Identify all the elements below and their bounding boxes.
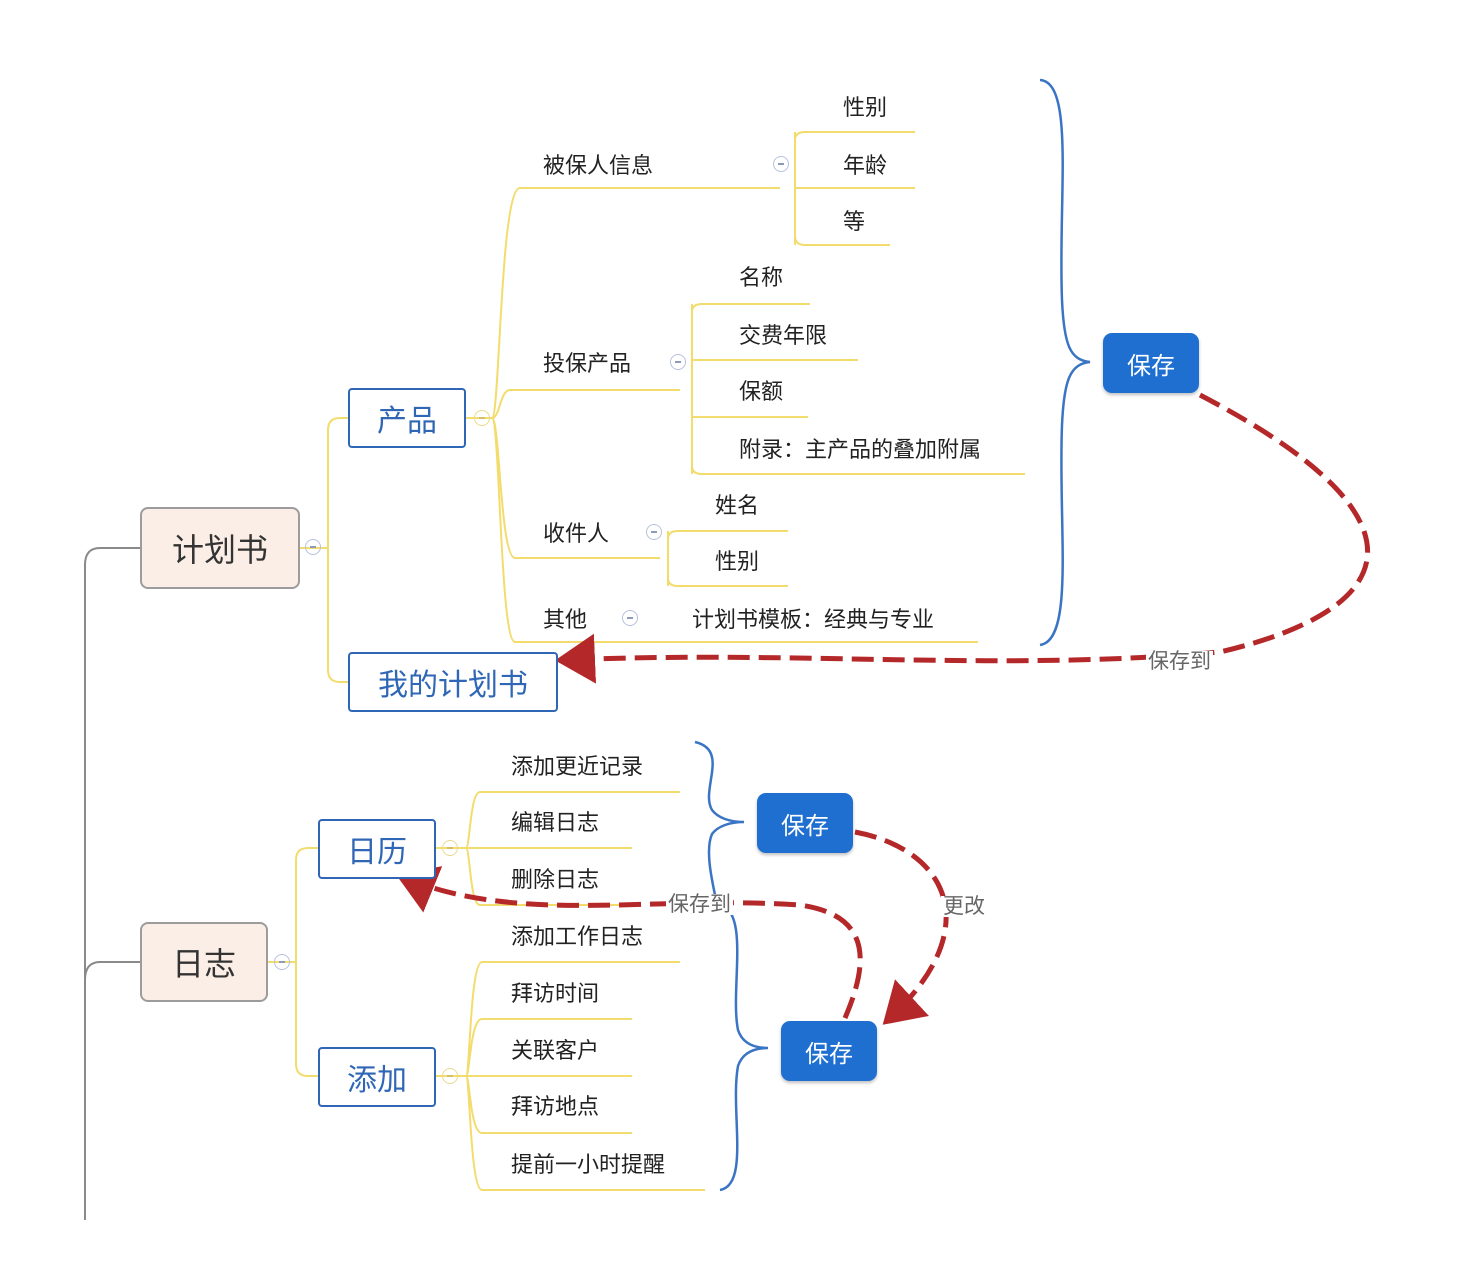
root-spine <box>84 547 140 1220</box>
arrow-save-to-my-plans <box>555 392 1370 684</box>
leaf-insured-age[interactable]: 年龄 <box>843 154 888 179</box>
edge-label-save-to-calendar: 保存到 <box>666 892 733 916</box>
brace-add <box>719 903 769 1192</box>
arrow-change <box>854 829 949 1025</box>
add-item-work-log[interactable]: 添加工作日志 <box>511 925 644 950</box>
calendar-item-add-recent[interactable]: 添加更近记录 <box>511 755 644 780</box>
collapse-toggle-product[interactable] <box>474 410 490 426</box>
leaf-coverage[interactable]: 保额 <box>739 380 784 405</box>
collapse-toggle-other[interactable] <box>622 610 638 626</box>
collapse-toggle-add[interactable] <box>442 1068 458 1084</box>
dashed-arrows <box>395 392 1370 1025</box>
add-item-related-client[interactable]: 关联客户 <box>511 1039 600 1064</box>
save-button-add[interactable]: 保存 <box>781 1021 877 1081</box>
node-plan[interactable]: 计划书 <box>140 507 300 589</box>
collapse-toggle-insurance-product[interactable] <box>670 354 686 370</box>
edge-label-save-to-plans: 保存到 <box>1146 649 1213 673</box>
leaf-insured-gender[interactable]: 性别 <box>843 96 888 121</box>
add-branches <box>436 961 705 1191</box>
plan-branches <box>300 417 348 683</box>
add-item-visit-time[interactable]: 拜访时间 <box>511 982 600 1007</box>
collapse-toggle-plan[interactable] <box>305 539 321 555</box>
branch-other[interactable]: 其他 <box>543 608 588 633</box>
node-my-plans[interactable]: 我的计划书 <box>348 652 558 712</box>
calendar-branches <box>436 791 680 906</box>
branch-insurance-product[interactable]: 投保产品 <box>543 352 632 377</box>
calendar-item-edit-log[interactable]: 编辑日志 <box>511 811 600 836</box>
leaf-plan-template[interactable]: 计划书模板：经典与专业 <box>692 608 935 633</box>
collapse-toggle-insured[interactable] <box>773 156 789 172</box>
save-button-calendar[interactable]: 保存 <box>757 793 853 853</box>
collapse-toggle-calendar[interactable] <box>442 840 458 856</box>
braces <box>694 78 1091 1192</box>
branch-recipient[interactable]: 收件人 <box>543 522 610 547</box>
leaf-payment-years[interactable]: 交费年限 <box>739 324 828 349</box>
node-add[interactable]: 添加 <box>318 1047 436 1107</box>
collapse-toggle-recipient[interactable] <box>646 524 662 540</box>
node-log[interactable]: 日志 <box>140 922 268 1002</box>
leaf-recipient-name[interactable]: 姓名 <box>715 494 760 519</box>
brace-product <box>1039 78 1091 647</box>
insured-branches <box>794 131 915 246</box>
save-button-top[interactable]: 保存 <box>1103 333 1199 393</box>
log-branches <box>268 847 318 1077</box>
collapse-toggle-log[interactable] <box>274 954 290 970</box>
calendar-item-delete-log[interactable]: 删除日志 <box>511 868 600 893</box>
add-item-visit-location[interactable]: 拜访地点 <box>511 1095 600 1120</box>
branch-insured[interactable]: 被保人信息 <box>543 154 654 179</box>
brace-calendar <box>694 740 745 896</box>
leaf-insured-etc[interactable]: 等 <box>843 210 866 235</box>
recipient-branches <box>667 530 788 587</box>
leaf-appendix[interactable]: 附录：主产品的叠加附属 <box>739 438 982 463</box>
leaf-product-name[interactable]: 名称 <box>739 266 784 291</box>
insurance-product-branches <box>691 303 1025 475</box>
leaf-recipient-gender[interactable]: 性别 <box>715 550 760 575</box>
add-item-reminder[interactable]: 提前一小时提醒 <box>511 1153 666 1178</box>
node-calendar[interactable]: 日历 <box>318 819 436 879</box>
product-branches <box>466 187 780 643</box>
node-product[interactable]: 产品 <box>348 388 466 448</box>
edge-label-change: 更改 <box>941 894 987 918</box>
arrow-save-to-calendar <box>395 866 863 1019</box>
